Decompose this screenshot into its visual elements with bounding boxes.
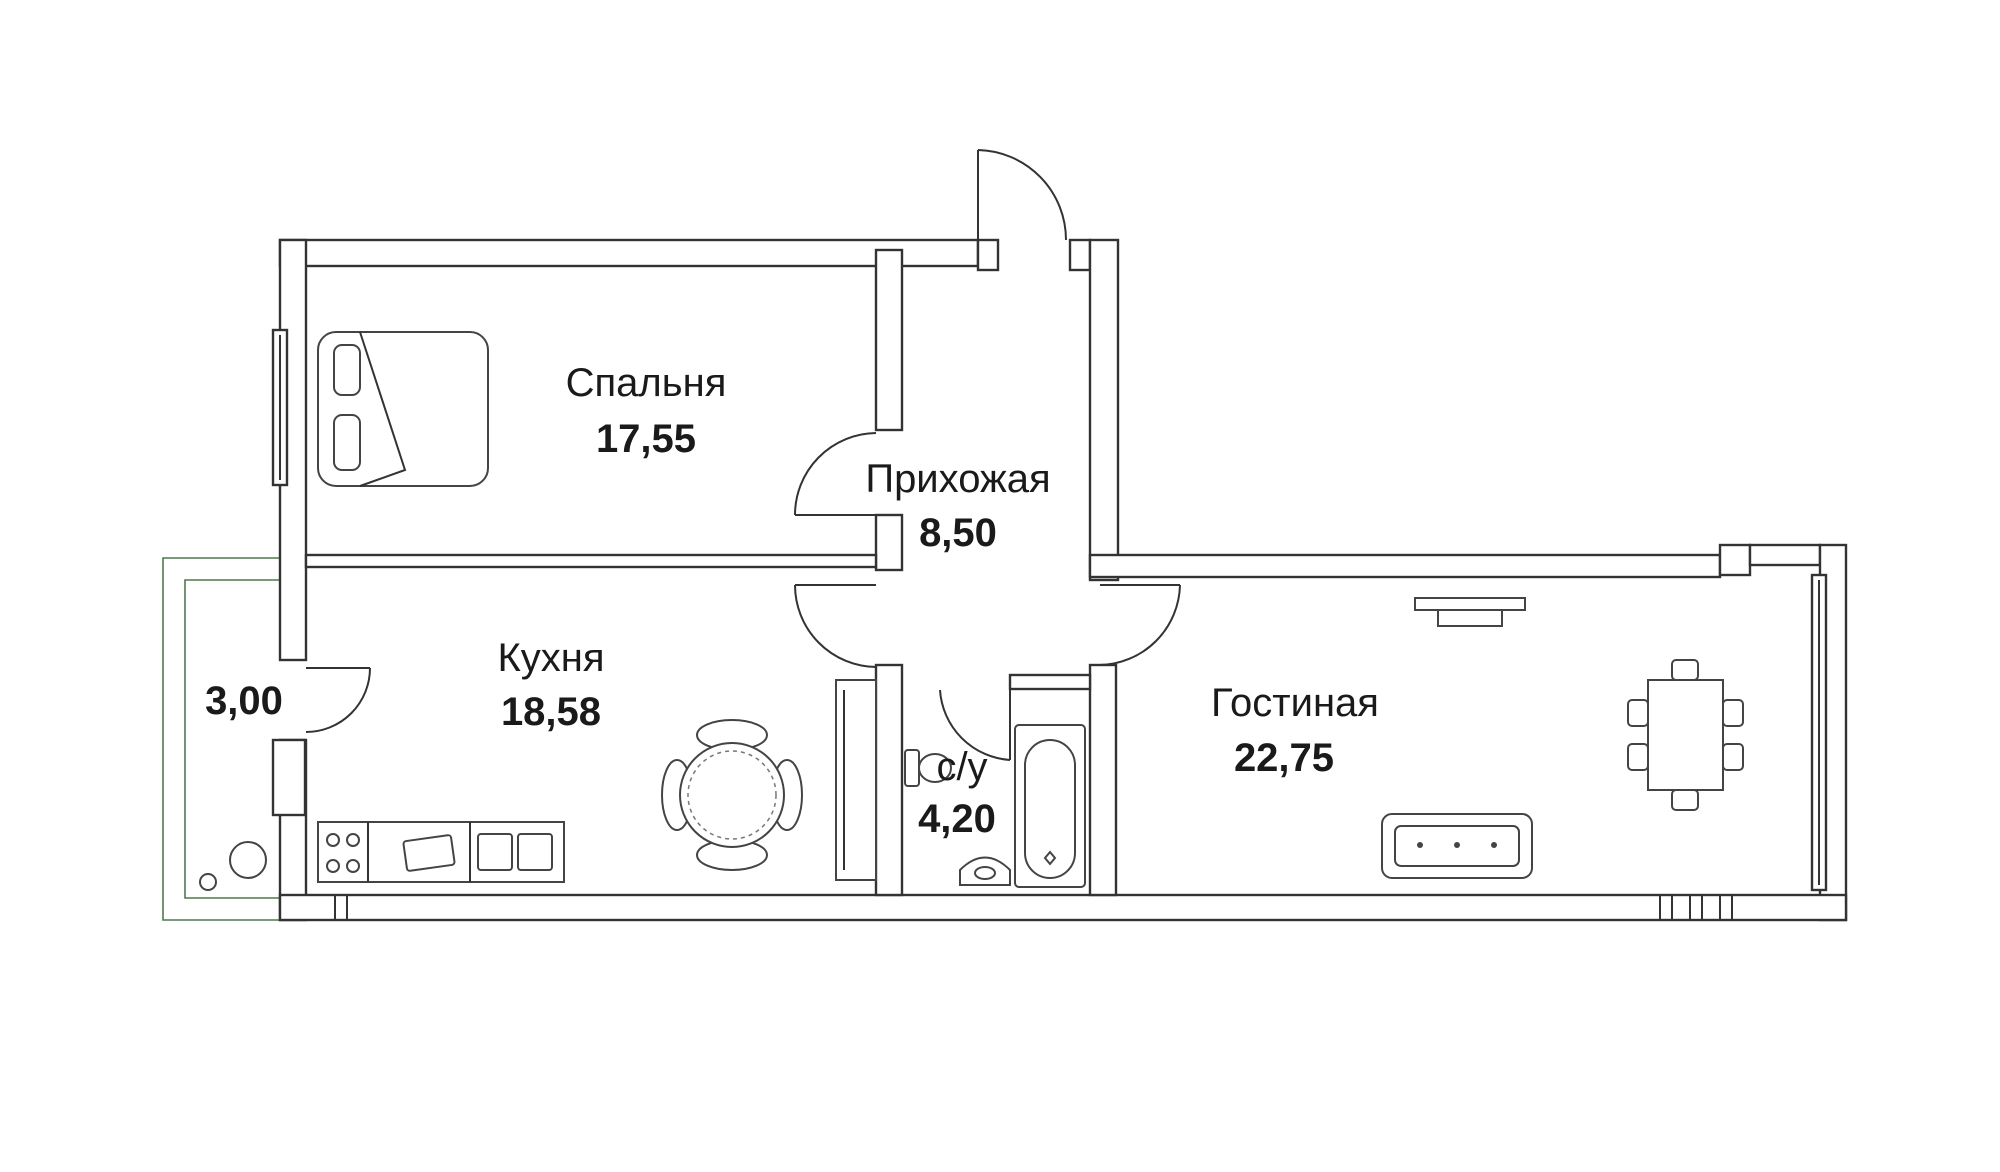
hall-name: Прихожая (865, 457, 1050, 501)
stove-icon (326, 833, 360, 873)
living-dining-table-icon (1627, 659, 1744, 811)
bedroom-name: Спальня (566, 361, 727, 405)
hall-area: 8,50 (919, 511, 997, 555)
tv-stand-icon (1414, 597, 1526, 627)
dining-table-icon (661, 719, 803, 871)
bathroom-name: с/у (936, 745, 987, 789)
balcony-fixture-icon (199, 841, 267, 891)
bed-icon (317, 331, 489, 487)
bedroom-area: 17,55 (596, 417, 696, 461)
sofa-icon (1381, 813, 1533, 879)
windows (271, 328, 1828, 892)
door-swings (305, 149, 1181, 761)
balcony-area: 3,00 (205, 679, 283, 723)
living-area: 22,75 (1234, 736, 1334, 780)
bathtub-icon (1014, 724, 1086, 888)
toilet-icon (904, 749, 952, 787)
balcony-outline (162, 557, 280, 921)
sink-icon (477, 833, 553, 871)
washbasin-icon (959, 856, 1011, 886)
kitchen-name: Кухня (497, 636, 604, 680)
kitchen-area: 18,58 (501, 690, 601, 734)
bathroom-area: 4,20 (918, 797, 996, 841)
cutting-board-icon (402, 834, 456, 872)
closet (835, 679, 877, 881)
living-name: Гостиная (1211, 681, 1379, 725)
